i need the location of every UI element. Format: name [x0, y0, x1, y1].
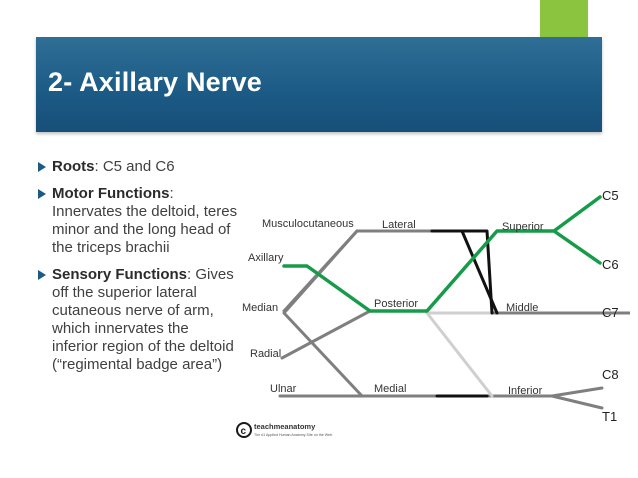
cord-lateral-label: Lateral [382, 219, 416, 231]
branch-ulnar-label: Ulnar [270, 383, 297, 395]
branch-musculocutaneous-label: Musculocutaneous [262, 218, 354, 230]
root-c7-label: C7 [602, 305, 619, 320]
bullet-label: Roots [52, 158, 95, 175]
bullet-sensory-functions: Sensory Functions: Gives off the superio… [38, 266, 238, 374]
copyright-icon [236, 422, 252, 438]
brachial-plexus-diagram: C5 C6 C7 C8 T1 Superior Middle Inferior … [236, 188, 630, 438]
bullet-text: : Gives off the superior lateral cutaneo… [52, 266, 234, 373]
bullet-label: Motor Functions [52, 185, 170, 202]
pathway-c8 [550, 386, 604, 398]
bullet-text: : C5 and C6 [94, 158, 175, 175]
trunk-superior-label: Superior [502, 221, 544, 233]
root-t1-label: T1 [602, 409, 617, 424]
branch-median-label: Median [242, 302, 278, 314]
bullet-text: : Innervates the deltoid, teres minor an… [52, 185, 238, 256]
logo-name: teachmeanatomy [254, 422, 316, 431]
bullet-label: Sensory Functions [52, 266, 188, 283]
pathway-middle-trunk-cross [460, 229, 499, 315]
cord-posterior-label: Posterior [374, 298, 418, 310]
pathway-inferior-to-posterior [425, 311, 494, 398]
title-band [36, 37, 602, 132]
branch-radial-label: Radial [250, 348, 281, 360]
arrow-bullet-icon [38, 189, 46, 199]
root-c8-label: C8 [602, 367, 619, 382]
teachmeanatomy-logo: c teachmeanatomy The #1 Applied Human An… [236, 422, 333, 438]
pathway-radial [280, 309, 372, 360]
pathway-middle-trunk-upper [430, 229, 494, 315]
slide-title: 2- Axillary Nerve [48, 67, 263, 97]
pathway-axillary-highlight [282, 195, 602, 313]
copyright-c-glyph: c [241, 426, 247, 437]
bullet-roots: Roots: C5 and C6 [38, 158, 238, 176]
trunk-inferior-label: Inferior [508, 385, 543, 397]
branch-axillary-label: Axillary [248, 252, 284, 264]
root-c6-label: C6 [602, 257, 619, 272]
cord-medial-label: Medial [374, 383, 406, 395]
bullet-list: Roots: C5 and C6 Motor Functions: Innerv… [38, 158, 238, 383]
arrow-bullet-icon [38, 270, 46, 280]
logo-tagline: The #1 Applied Human Anatomy Site on the… [254, 433, 333, 437]
pathway-median [282, 229, 364, 398]
arrow-bullet-icon [38, 162, 46, 172]
bullet-motor-functions: Motor Functions: Innervates the deltoid,… [38, 185, 238, 257]
trunk-middle-label: Middle [506, 302, 538, 314]
pathway-t1 [550, 394, 604, 410]
root-c5-label: C5 [602, 188, 619, 203]
